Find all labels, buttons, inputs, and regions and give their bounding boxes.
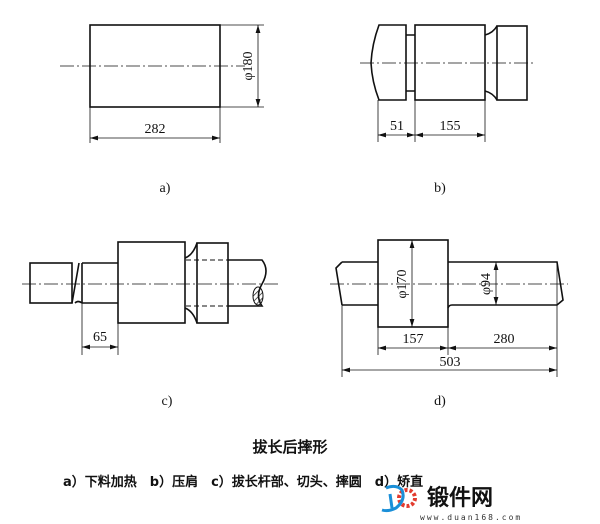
- logo-d-icon: [381, 484, 405, 513]
- length-label: 282: [145, 122, 166, 137]
- figure-b-shouldering: 51 155 b): [360, 24, 535, 196]
- figure-d-label: d): [434, 394, 446, 409]
- figure-a-blank: φ180 282 a): [60, 24, 264, 196]
- figure-b-label: b): [434, 181, 446, 196]
- watermark-logo: 锻件网 www.duan168.com: [381, 484, 522, 522]
- figure-c-drawing-out: 65 c): [22, 241, 280, 409]
- diameter-label: φ180: [241, 51, 256, 80]
- figure-caption: a）下料加热 b）压肩 c）拔长杆部、切头、摔圆 d）矫直: [63, 474, 423, 490]
- dim-155: 155: [440, 119, 461, 134]
- watermark-name: 锻件网: [427, 485, 493, 511]
- dim-51: 51: [390, 119, 404, 134]
- watermark-url: www.duan168.com: [420, 513, 522, 522]
- diameter-170-label: φ170: [395, 269, 410, 298]
- dim-503: 503: [440, 355, 461, 370]
- diameter-94-label: φ94: [479, 273, 494, 295]
- dim-157: 157: [403, 332, 424, 347]
- figure-c-label: c): [162, 394, 173, 409]
- figure-a-label: a): [160, 181, 171, 196]
- figure-d-straightening: φ170 φ94 157 280 503 d): [330, 239, 568, 409]
- gear-icon: [397, 488, 417, 508]
- figure-title: 拔长后摔形: [252, 438, 327, 456]
- dim-65: 65: [93, 330, 107, 345]
- dim-280: 280: [494, 332, 515, 347]
